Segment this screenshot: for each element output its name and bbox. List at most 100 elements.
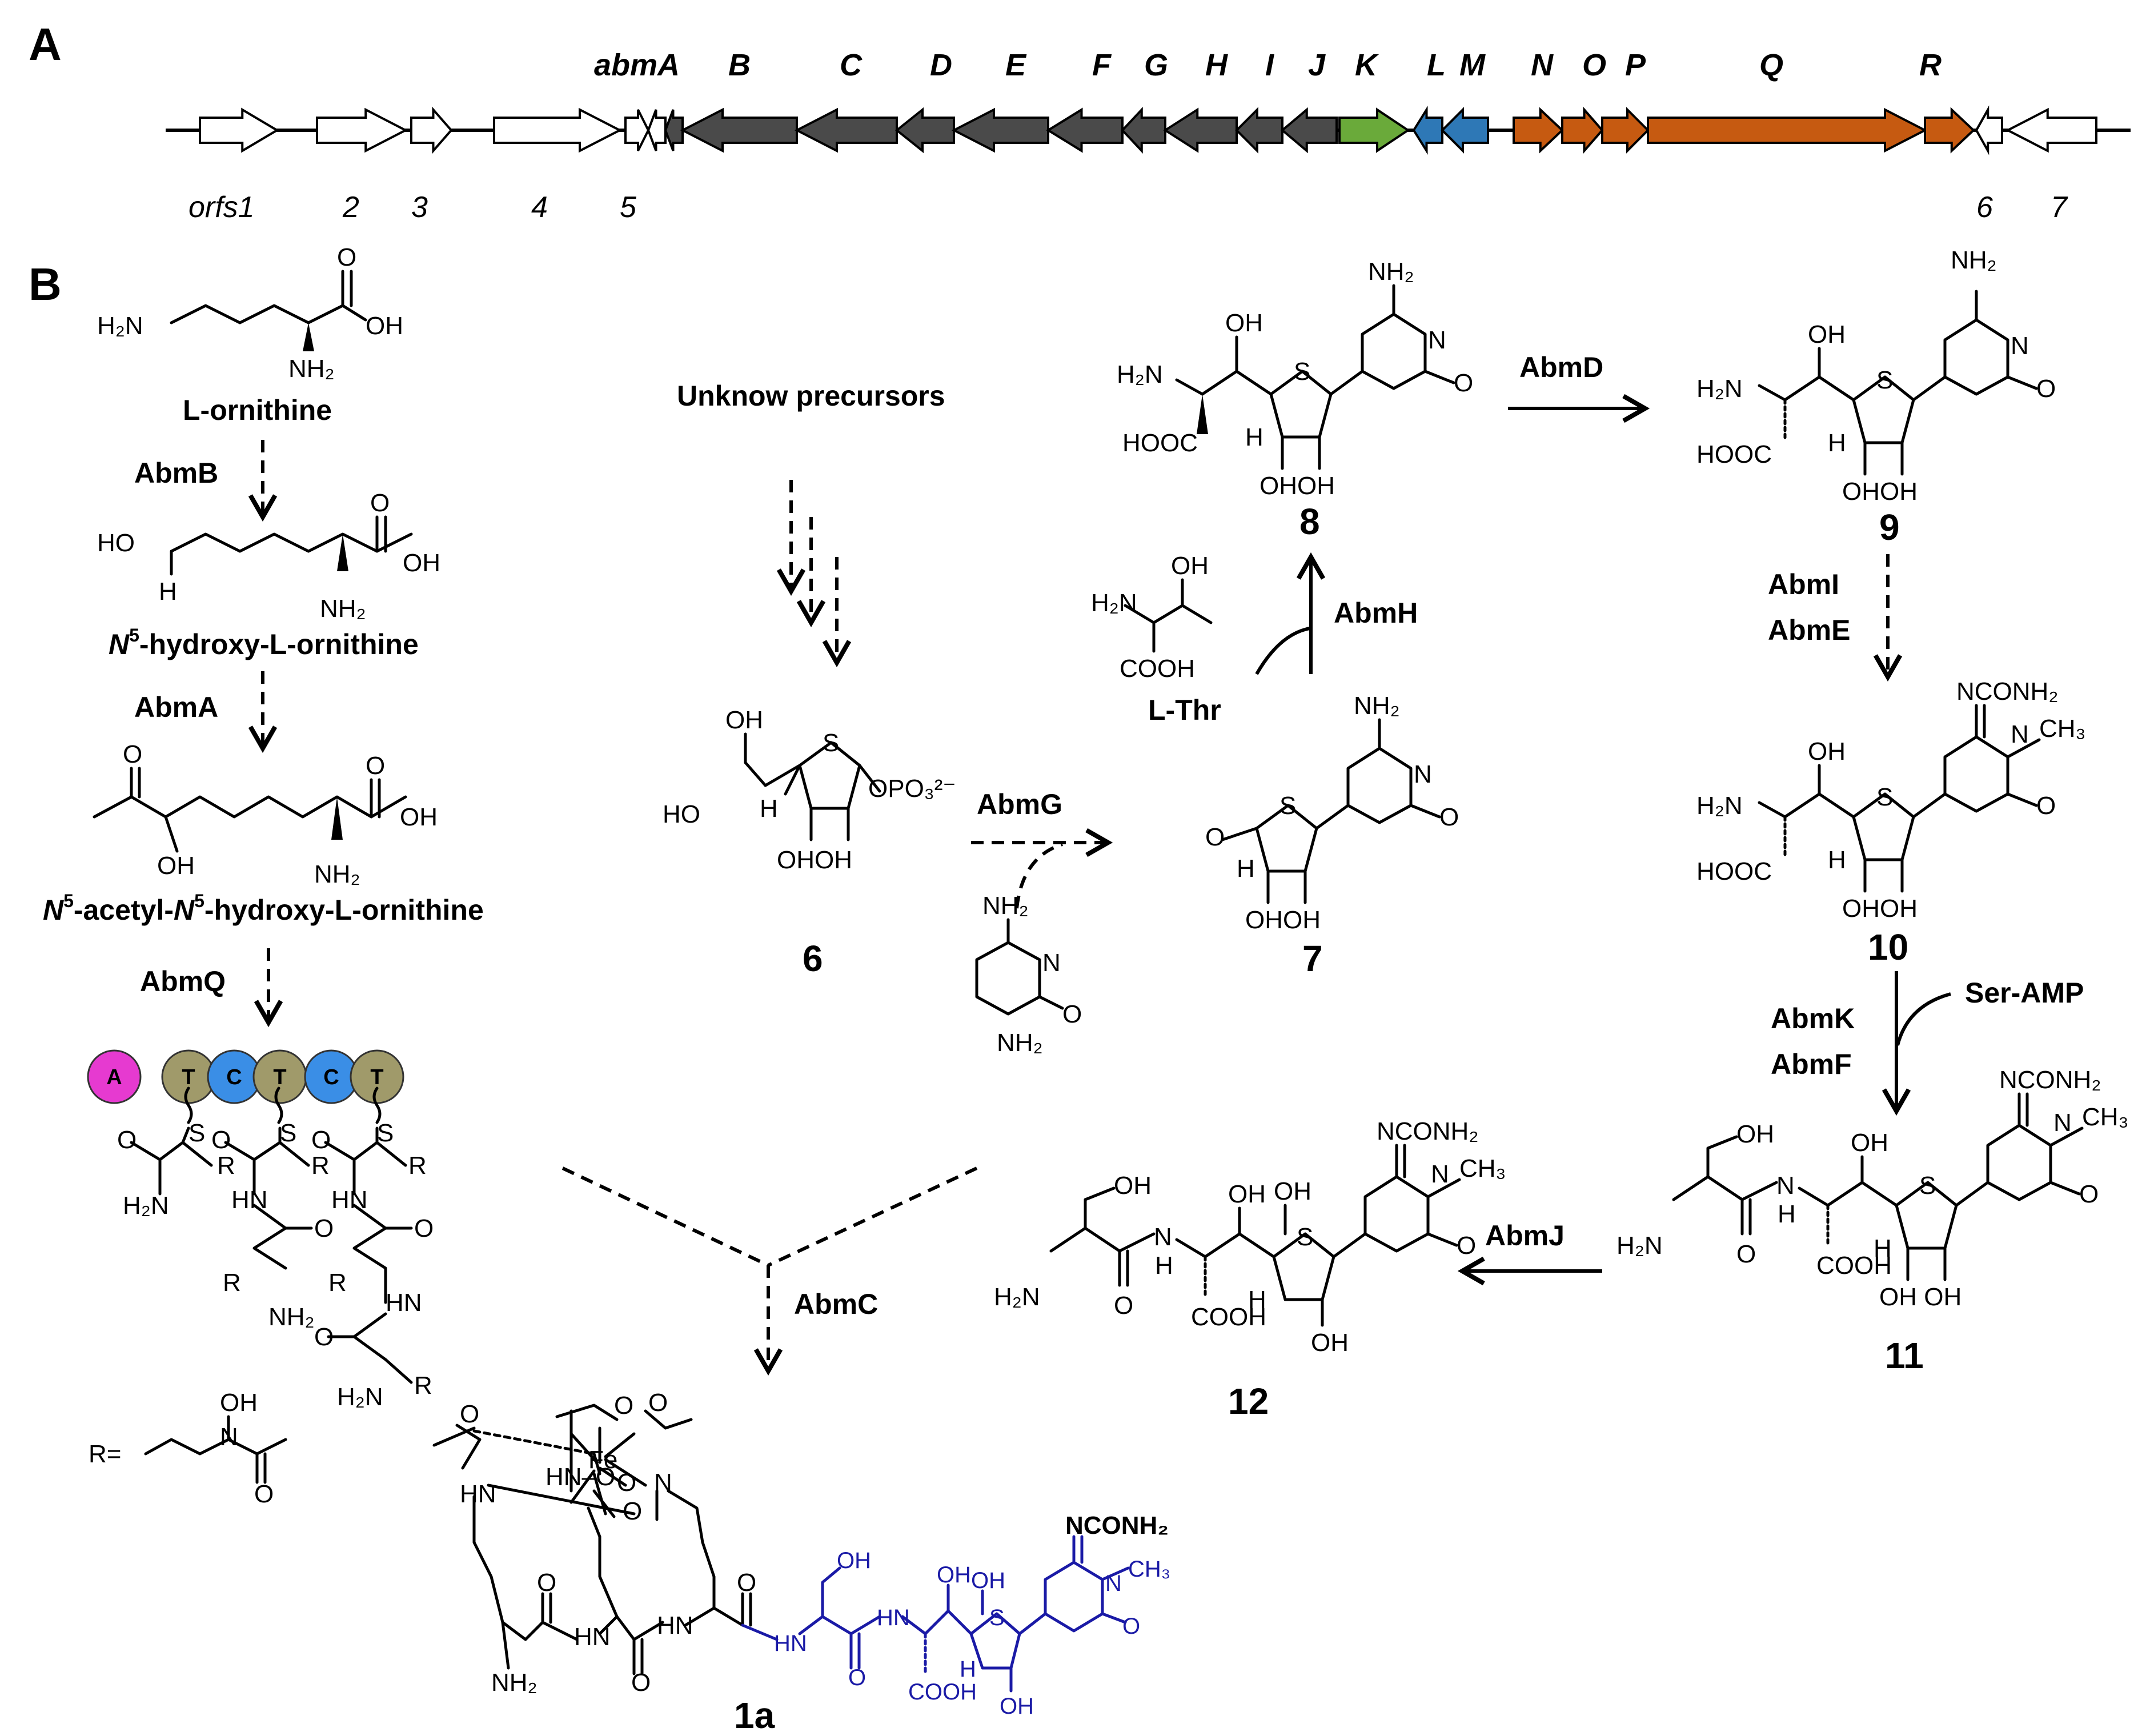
structure-threonine: H₂N OH COOH xyxy=(1091,552,1213,683)
gene-arrow-15 xyxy=(1561,106,1604,154)
enzyme-abmH: AbmH xyxy=(1334,597,1418,629)
atom-h2n: H₂N xyxy=(1616,1232,1663,1260)
atom-h: H xyxy=(159,578,177,606)
structure-compound-12: OH H₂N O N H OH OH COOH S H NCONH₂ N CH₃… xyxy=(994,1117,1506,1357)
atom-o: O xyxy=(623,1497,642,1525)
atom-oh: OH xyxy=(157,852,195,880)
gene-arrow-14 xyxy=(1513,107,1564,154)
atom-oh: OH xyxy=(971,1568,1005,1593)
atom-o: O xyxy=(648,1389,668,1417)
orf-arrow-2 xyxy=(316,107,408,153)
enzyme-abmI: AbmI xyxy=(1768,568,1839,600)
atom-nconh2: NCONH₂ xyxy=(1065,1512,1169,1539)
atom-hn: HN xyxy=(574,1623,611,1651)
gene-arrow-0 xyxy=(647,109,667,151)
atom-o: O xyxy=(2036,792,2056,820)
atom-o: O xyxy=(314,1323,334,1351)
atom-n: N xyxy=(1428,326,1446,354)
atom-nconh2: NCONH₂ xyxy=(1956,677,2058,705)
enzyme-abmD: AbmD xyxy=(1519,351,1603,383)
nrps-module-a-0 xyxy=(87,1049,142,1104)
atom-oh: OH xyxy=(220,1389,258,1417)
gene-arrow-4 xyxy=(895,107,955,154)
atom-r: R xyxy=(414,1372,432,1400)
atom-cooh: COOH xyxy=(1120,655,1195,683)
gene-label-M: M xyxy=(1459,48,1486,82)
atom-o: O xyxy=(370,489,390,517)
nrps-module-label: A xyxy=(106,1065,122,1089)
atom-oh: OH xyxy=(400,803,438,831)
atom-nh2: NH₂ xyxy=(320,595,366,623)
structure-compound-9: OH H₂N HOOC S H NH₂ N O OHOH xyxy=(1696,246,2056,506)
gene-arrow-1 xyxy=(664,109,684,151)
atom-ohoh: OHOH xyxy=(777,846,852,874)
gene-arrow-12 xyxy=(1412,106,1443,155)
gene-arrow-11 xyxy=(1338,107,1410,153)
atom-n: N xyxy=(2011,720,2029,748)
label-mid: -acetyl- xyxy=(74,894,174,926)
atom-r: R xyxy=(217,1152,235,1180)
structure-acetyl-hydroxy-ornithine: O OH O OH NH₂ xyxy=(93,740,438,888)
gene-label-F: F xyxy=(1092,48,1112,82)
orf-arrow-3 xyxy=(410,106,453,154)
atom-o: O xyxy=(1439,803,1459,831)
gene-label-abmA: abmA xyxy=(594,48,680,82)
atom-ch3: CH₃ xyxy=(2039,715,2085,743)
atom-nh2: NH₂ xyxy=(268,1303,315,1331)
atom-ho: HO xyxy=(663,800,700,828)
gene-label-N: N xyxy=(1531,48,1554,82)
atom-nconh2: NCONH₂ xyxy=(1999,1066,2101,1094)
structure-compound-6: OH HO S OPO₃²⁻ H OHOH xyxy=(663,706,956,874)
atom-oh: OH xyxy=(725,706,763,734)
atom-o: O xyxy=(2079,1180,2099,1208)
gene-arrow-7 xyxy=(1121,106,1166,154)
enzyme-abmE: AbmE xyxy=(1768,614,1850,646)
orf-label-6: 6 xyxy=(1976,191,1993,224)
label-l-thr: L-Thr xyxy=(1148,694,1221,726)
atom-oh: OH xyxy=(1274,1177,1311,1205)
atom-o: O xyxy=(211,1126,231,1154)
gene-arrow-3 xyxy=(794,107,898,153)
gene-label-P: P xyxy=(1625,48,1646,82)
label-n2: N xyxy=(174,894,195,926)
orf-arrow-1 xyxy=(199,107,279,153)
atom-h2n: H₂N xyxy=(994,1283,1040,1311)
panel-a-label: A xyxy=(29,19,62,70)
atom-oh: OH xyxy=(937,1562,971,1587)
gene-labels: abmA B C D E F G H I J K L M N O P Q R xyxy=(594,48,1942,82)
atom-hn: HN xyxy=(460,1480,496,1508)
nrps-module-label: C xyxy=(323,1065,339,1089)
atom-o: O xyxy=(123,740,142,768)
atom-nh2: NH₂ xyxy=(1951,246,1997,274)
atom-s: S xyxy=(1919,1172,1936,1200)
atom-n: N xyxy=(220,1423,238,1451)
atom-r: R xyxy=(223,1269,241,1297)
gene-arrow-18 xyxy=(1924,107,1975,154)
atom-s: S xyxy=(823,729,839,757)
atom-hooc: HOOC xyxy=(1696,440,1772,468)
atom-oh: OH xyxy=(403,549,440,577)
atom-nh2: NH₂ xyxy=(288,355,335,383)
r-group-definition: R= N OH O xyxy=(89,1389,287,1508)
atom-s: S xyxy=(377,1119,394,1147)
atom-cooh: COOH xyxy=(908,1679,977,1705)
orf-labels: orfs1 2 3 4 5 6 7 xyxy=(188,191,2068,224)
label-n1: N xyxy=(43,894,64,926)
structure-cytosine: NH₂ N O NH₂ xyxy=(975,892,1082,1057)
atom-h: H xyxy=(760,795,778,823)
atom-hn: HN xyxy=(774,1631,807,1656)
atom-hn: HN xyxy=(877,1605,910,1630)
atom-o: O xyxy=(117,1126,137,1154)
atom-o: O xyxy=(414,1214,434,1242)
compound-number-11: 11 xyxy=(1885,1335,1924,1376)
atom-ohoh: OH OH xyxy=(1879,1283,1962,1311)
atom-o: O xyxy=(737,1569,756,1597)
atom-n: N xyxy=(1431,1160,1449,1188)
atom-s: S xyxy=(280,1119,296,1147)
orf-label-3: 3 xyxy=(411,191,428,224)
atom-nh2: NH₂ xyxy=(997,1029,1043,1057)
nrps-tethered-chains: S O R H₂N S O R HN O R NH₂ S O R HN O R … xyxy=(117,1086,434,1411)
gene-label-C: C xyxy=(840,48,863,82)
enzyme-abmQ: AbmQ xyxy=(140,965,226,997)
